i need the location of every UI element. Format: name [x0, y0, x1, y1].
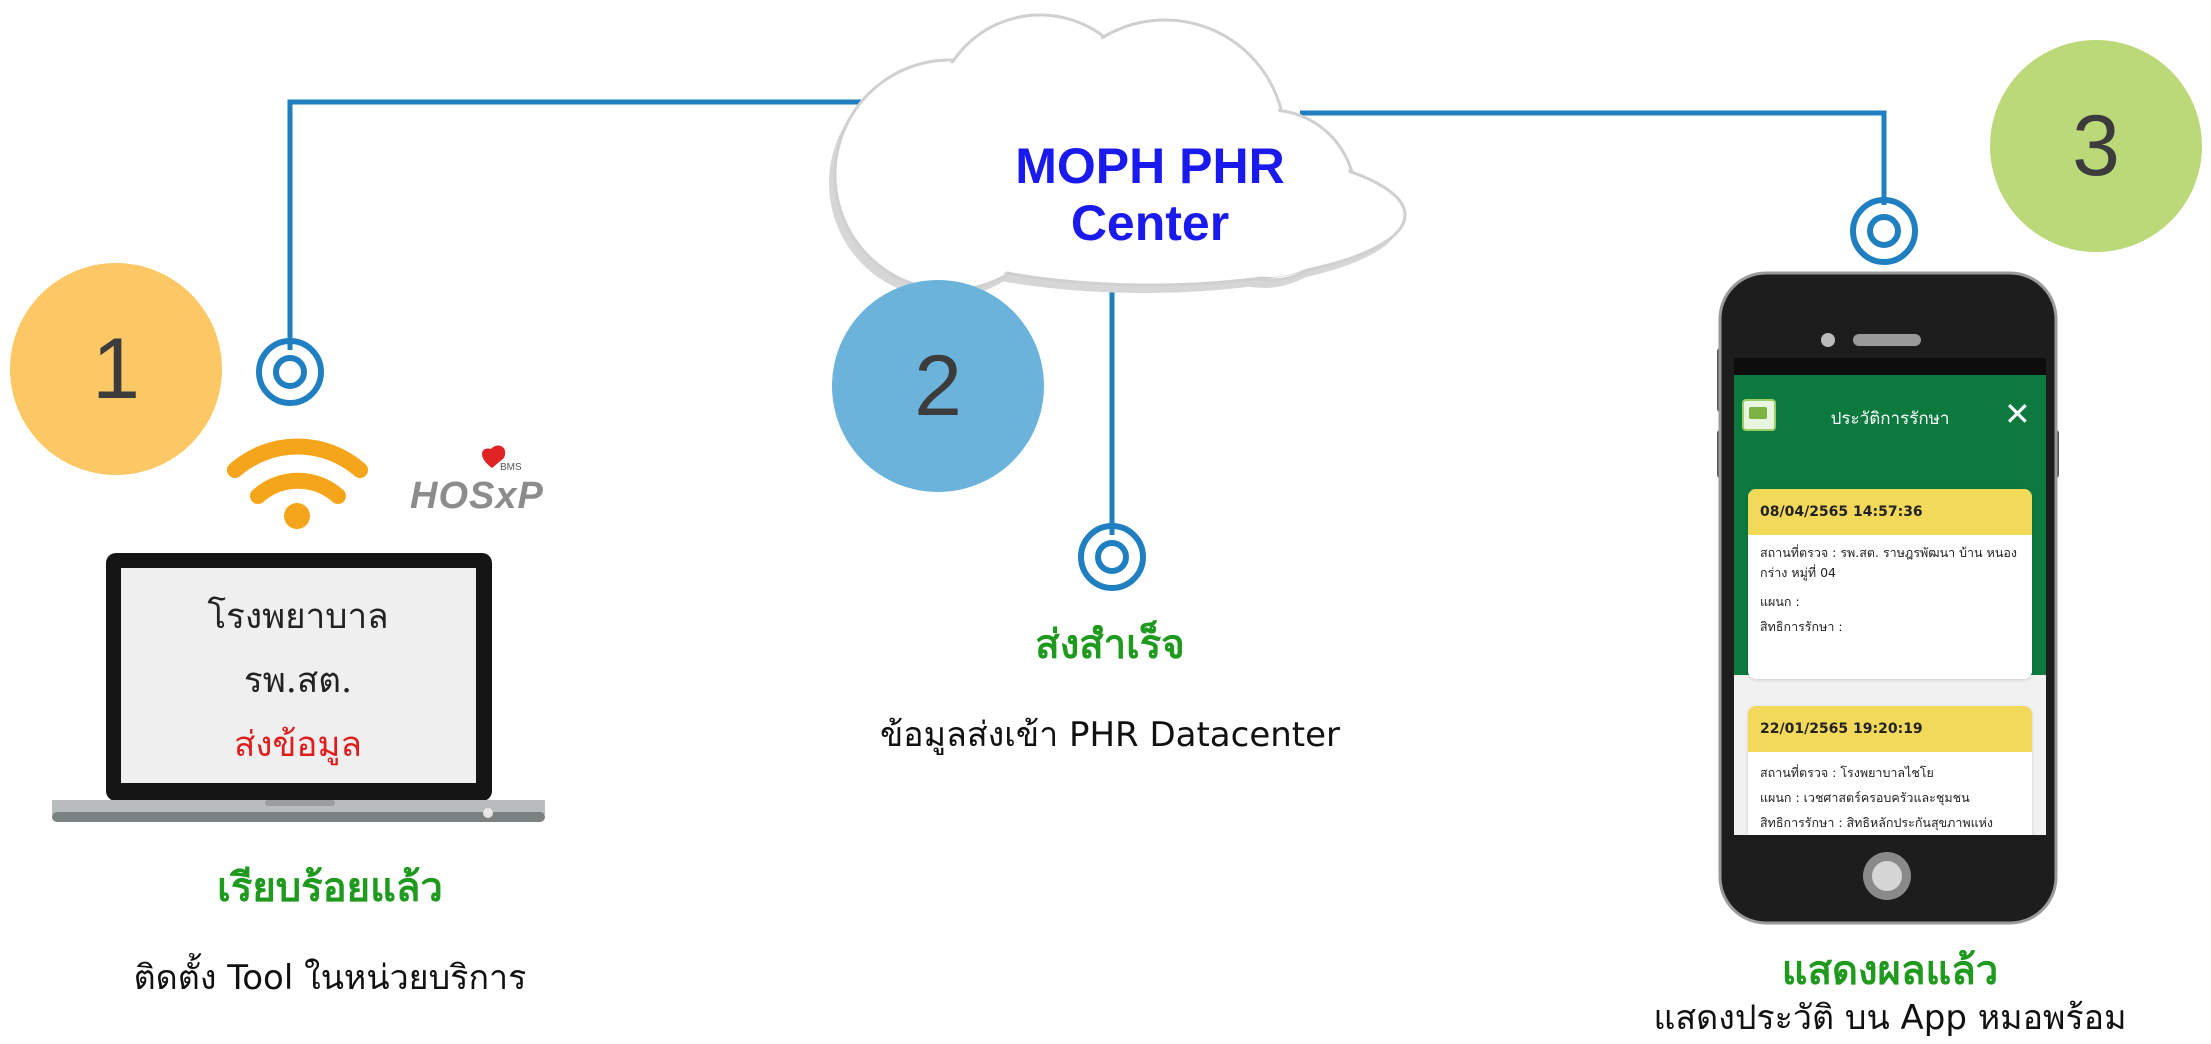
step-1-number: 1 — [92, 320, 140, 417]
node-icon-phone — [1850, 197, 1918, 265]
node-icon-laptop — [256, 338, 324, 406]
record-right: สิทธิการรักษา : สิทธิหลักประกันสุขภาพแห่… — [1760, 815, 1994, 830]
laptop-screen-line1: โรงพยาบาล — [207, 597, 389, 637]
laptop-desc: ติดตั้ง Tool ในหน่วยบริการ — [133, 958, 527, 998]
record-date: 08/04/2565 14:57:36 — [1748, 489, 2032, 535]
record-date: 22/01/2565 19:20:19 — [1748, 706, 2032, 752]
record-dept: แผนก : — [1760, 594, 1800, 609]
laptop-status: เรียบร้อยแล้ว — [217, 865, 443, 911]
cloud-title-line1: MOPH PHR — [1015, 138, 1285, 194]
phone-status: แสดงผลแล้ว — [1781, 948, 1999, 994]
hosxp-logo: HOSxP — [410, 475, 544, 517]
cloud-icon — [829, 13, 1407, 298]
laptop-screen-line3: ส่งข้อมูล — [234, 725, 362, 765]
laptop-screen-line2: รพ.สต. — [243, 661, 353, 701]
hosxp-badge-icon: BMS — [482, 445, 522, 473]
phone-desc: แสดงประวัติ บน App หมอพร้อม — [1653, 998, 2127, 1038]
phone-app-screen: ประวัติการรักษา ✕ 08/04/2565 14:57:36 สถ… — [1734, 375, 2046, 835]
record-place: สถานที่ตรวจ : โรงพยาบาลไชโย — [1760, 765, 1934, 780]
record-card[interactable]: 08/04/2565 14:57:36 สถานที่ตรวจ : รพ.สต.… — [1748, 489, 2032, 679]
center-desc: ข้อมูลส่งเข้า PHR Datacenter — [879, 715, 1341, 755]
step-2-circle: 2 — [832, 280, 1044, 492]
connector-lines — [287, 99, 1887, 535]
app-title: ประวัติการรักษา — [1830, 409, 1950, 429]
record-place: สถานที่ตรวจ : รพ.สต. ราษฎรพัฒนา บ้าน หนอ… — [1760, 545, 2017, 580]
cloud-title: MOPH PHR Center — [945, 138, 1355, 252]
record-right: สิทธิการรักษา : — [1760, 619, 1843, 634]
hosxp-badge-text: BMS — [500, 462, 522, 473]
step-2-number: 2 — [914, 337, 962, 434]
step-1-circle: 1 — [10, 263, 222, 475]
record-dept: แผนก : เวชศาสตร์ครอบครัวและชุมชน — [1760, 790, 1970, 805]
app-logo-icon — [1742, 399, 1776, 431]
center-status: ส่งสำเร็จ — [1035, 622, 1185, 668]
laptop-icon — [52, 553, 545, 822]
step-3-circle: 3 — [1990, 40, 2202, 252]
laptop-screen: โรงพยาบาล รพ.สต. ส่งข้อมูล — [123, 585, 473, 777]
node-icon-center — [1078, 523, 1146, 591]
step-3-number: 3 — [2072, 97, 2120, 194]
record-card[interactable]: 22/01/2565 19:20:19 สถานที่ตรวจ : โรงพยา… — [1748, 706, 2032, 835]
close-icon[interactable]: ✕ — [2004, 395, 2031, 433]
cloud-title-line2: Center — [1070, 195, 1230, 251]
